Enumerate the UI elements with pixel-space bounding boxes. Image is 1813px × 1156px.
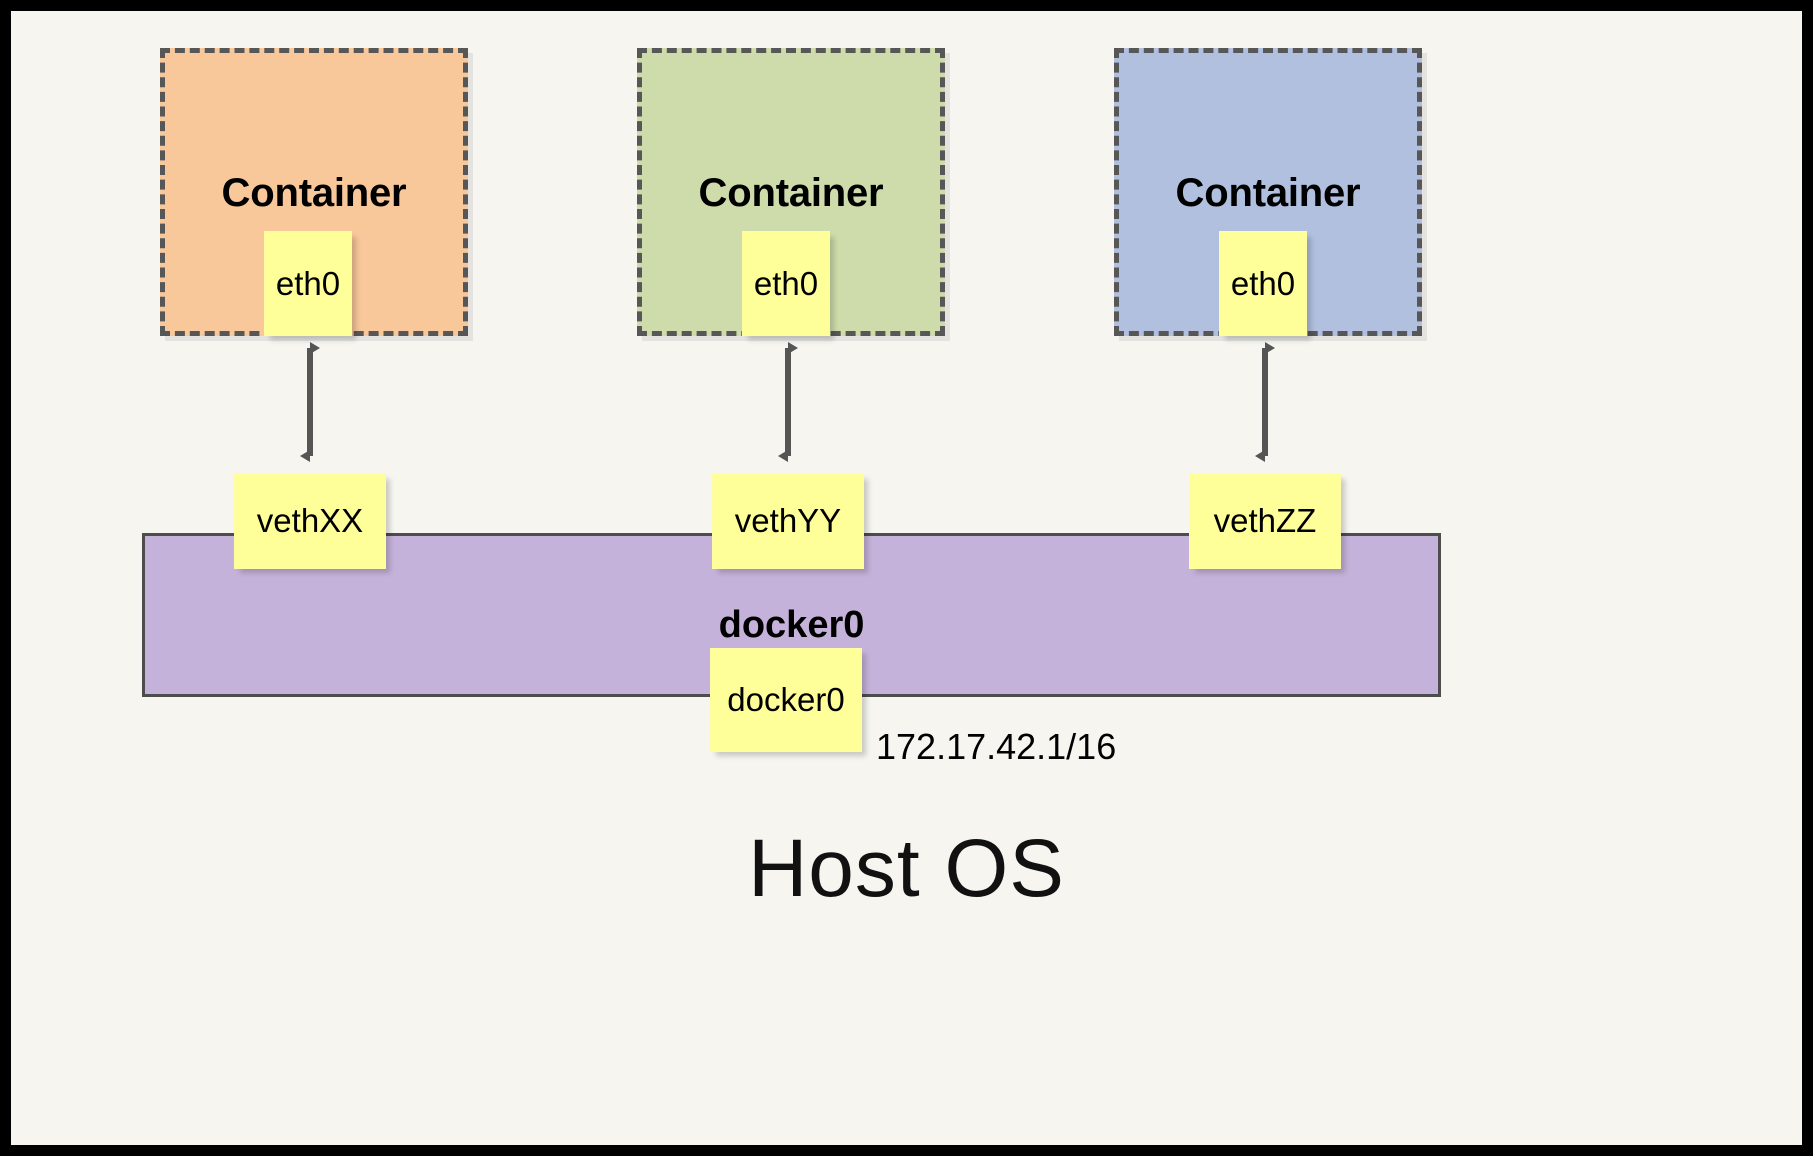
veth-label-3: vethZZ [1213,502,1317,539]
container-eth0-box-2[interactable]: eth0 [742,231,830,336]
container-title-1: Container [221,171,407,215]
veth-arrow-1 [300,342,320,462]
container-eth0-label-3: eth0 [1230,264,1296,302]
docker0-ip-label: 172.17.42.1/16 [876,726,1117,767]
container-eth0-label-2: eth0 [753,264,819,302]
veth-arrow-2 [778,342,798,462]
docker0-interface-box[interactable]: docker0 [710,648,862,752]
container-title-2: Container [698,171,884,215]
host-os-title: Host OS [748,823,1065,914]
docker0-interface-label: docker0 [727,681,845,718]
container-eth0-label-1: eth0 [275,264,341,302]
veth-box-1[interactable]: vethXX [234,473,386,569]
container-title-3: Container [1175,171,1361,215]
veth-label-2: vethYY [734,502,842,539]
veth-label-1: vethXX [256,502,364,539]
veth-box-3[interactable]: vethZZ [1189,473,1341,569]
veth-box-2[interactable]: vethYY [712,473,864,569]
container-eth0-box-3[interactable]: eth0 [1219,231,1307,336]
veth-arrow-3 [1255,342,1275,462]
docker0-bridge-label: docker0 [718,604,865,646]
container-eth0-box-1[interactable]: eth0 [264,231,352,336]
